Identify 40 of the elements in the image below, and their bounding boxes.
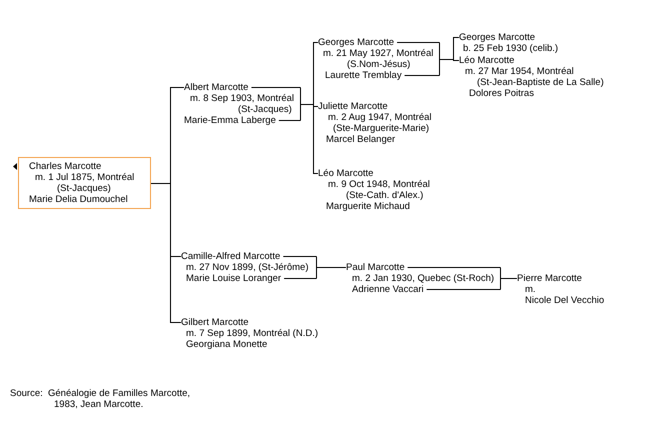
spouse-name: Nicole Del Vecchio	[525, 295, 604, 306]
person-name: Léo Marcotte	[318, 168, 374, 179]
event-details: m. 2 Jan 1930, Quebec (St-Roch)	[352, 273, 494, 284]
spouse-name: Marguerite Michaud	[326, 201, 410, 212]
event-details: m. 7 Sep 1899, Montréal (N.D.)	[186, 328, 318, 339]
spouse-name: Marie Louise Loranger	[186, 273, 282, 284]
event-details: m. 8 Sep 1903, Montréal (St-Jacques)	[190, 93, 294, 115]
spouse-name: Marie-Emma Laberge	[184, 115, 276, 126]
spouse-name: Marcel Belanger	[326, 134, 396, 145]
highlight-box	[18, 157, 150, 209]
event-details: m. 27 Nov 1899, (St-Jérôme)	[186, 262, 308, 273]
spouse-name: Laurette Tremblay	[325, 70, 402, 81]
spouse-name: Georgiana Monette	[186, 339, 268, 350]
source-citation: Généalogie de Familles Marcotte, 1983, Jean Marcotte.	[48, 388, 192, 410]
spouse-name: Dolores Poitras	[469, 88, 534, 99]
person-name: Georges Marcotte	[459, 32, 536, 43]
connector-line	[500, 278, 518, 279]
event-details: m. 21 May 1927, Montréal (S.Nom-Jésus)	[323, 48, 434, 70]
person-name: Camille-Alfred Marcotte	[181, 251, 280, 262]
source-heading: Source:	[10, 388, 43, 399]
event-details: m.	[525, 284, 536, 295]
event-details: m. 27 Mar 1954, Montréal (St-Jean-Baptiste de La Salle)	[465, 66, 604, 88]
connector-line	[440, 59, 460, 61]
person-name: Gilbert Marcotte	[181, 317, 249, 328]
spouse-name: Marie Delia Dumouchel	[29, 194, 128, 205]
event-details: m. 9 Oct 1948, Montréal (Ste-Cath. d'Alex.)	[328, 179, 430, 201]
spouse-name: Adrienne Vaccari	[352, 284, 424, 295]
person-name: Léo Marcotte	[459, 55, 514, 66]
connector-line	[150, 183, 182, 323]
event-details: m. 1 Jul 1875, Montréal (St-Jacques)	[35, 172, 134, 194]
connector-line	[300, 104, 318, 174]
event-details: b. 25 Feb 1930 (celib.)	[463, 43, 558, 54]
event-details: m. 2 Aug 1947, Montréal (Ste-Marguerite-Marie)	[328, 112, 432, 134]
person-name: Juliette Marcotte	[318, 101, 388, 112]
person-name: Albert Marcotte	[184, 82, 248, 93]
person-name: Georges Marcotte	[318, 37, 394, 48]
person-name: Pierre Marcotte	[517, 273, 582, 284]
person-name: Charles Marcotte	[29, 161, 102, 172]
connector-line	[316, 267, 346, 268]
person-name: Paul Marcotte	[346, 262, 405, 273]
